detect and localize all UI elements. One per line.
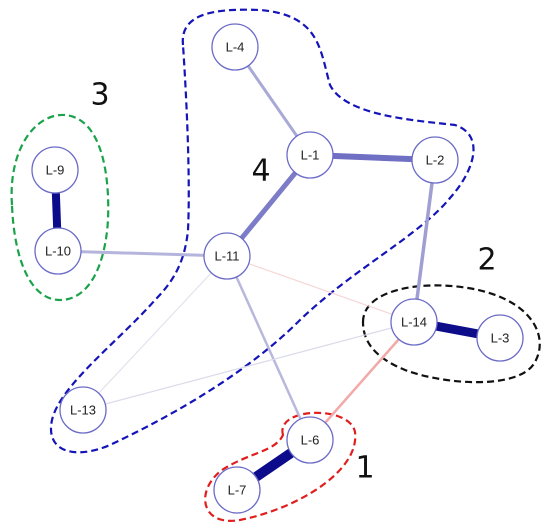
node-label: L-14 — [401, 315, 427, 330]
cluster-2-label: 2 — [477, 243, 496, 278]
cluster-4-label: 4 — [251, 154, 270, 189]
node-l-7[interactable]: L-7 — [213, 466, 261, 514]
node-label: L-6 — [301, 433, 320, 448]
node-circle — [59, 386, 107, 434]
edge-l-14-l-6 — [308, 320, 416, 442]
cluster-3-label: 3 — [90, 78, 109, 113]
node-label: L-1 — [301, 148, 320, 163]
node-label: L-9 — [46, 163, 65, 178]
node-circle — [34, 227, 82, 275]
edge-l-11-l-6 — [225, 254, 312, 442]
node-circle — [390, 298, 438, 346]
edge-l-13-l-14 — [82, 321, 415, 411]
cluster-2-outline — [361, 284, 541, 384]
node-label: L-3 — [491, 331, 510, 346]
cluster-1-label: 1 — [355, 451, 374, 486]
node-label: L-10 — [45, 244, 71, 259]
node-l-3[interactable]: L-3 — [476, 314, 524, 362]
node-label: L-4 — [226, 40, 245, 55]
node-l-2[interactable]: L-2 — [411, 136, 459, 184]
node-circle — [286, 416, 334, 464]
node-l-14[interactable]: L-14 — [390, 298, 438, 346]
node-l-13[interactable]: L-13 — [59, 386, 107, 434]
node-circle — [411, 136, 459, 184]
node-label: L-2 — [426, 153, 445, 168]
edge-l-11-l-13 — [82, 255, 228, 411]
node-circle — [213, 466, 261, 514]
node-l-1[interactable]: L-1 — [286, 131, 334, 179]
node-l-11[interactable]: L-11 — [203, 232, 251, 280]
node-l-9[interactable]: L-9 — [31, 146, 79, 194]
edge-l-10-l-11 — [56, 249, 229, 258]
cluster-1-outline — [204, 411, 357, 522]
node-circle — [31, 146, 79, 194]
node-label: L-7 — [228, 483, 247, 498]
node-l-6[interactable]: L-6 — [286, 416, 334, 464]
node-circle — [476, 314, 524, 362]
node-circle — [203, 232, 251, 280]
cluster-4-outline — [49, 8, 475, 454]
node-l-10[interactable]: L-10 — [34, 227, 82, 275]
edge-l-11-l-14 — [226, 255, 415, 323]
node-label: L-11 — [214, 249, 239, 264]
node-label: L-13 — [70, 403, 96, 418]
node-circle — [211, 23, 259, 71]
node-l-4[interactable]: L-4 — [211, 23, 259, 71]
node-circle — [286, 131, 334, 179]
edge-l-2-l-14 — [412, 158, 437, 324]
